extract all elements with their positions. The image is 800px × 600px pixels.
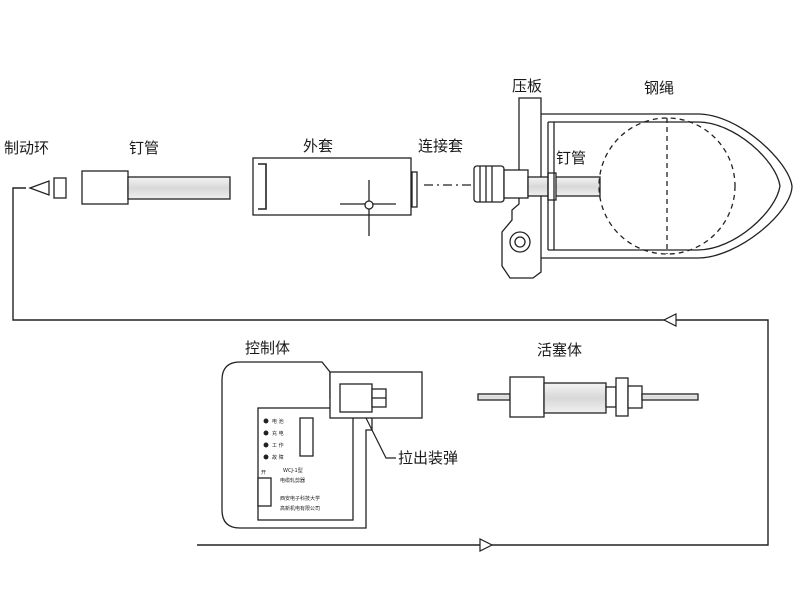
flow-arrow-bottom [479,538,494,552]
label-connector-sleeve: 连接套 [418,137,463,155]
switch-slot [257,477,272,507]
label-control-body: 控制体 [245,339,290,357]
label-brake-ring: 制动环 [4,139,49,157]
flow-loop [12,187,769,546]
label-nail-tube-left: 钉管 [129,139,159,157]
label-outer-sleeve: 外套 [303,137,333,155]
outer-sleeve [252,157,418,236]
panel-text: 电 池 充 电 工 作 故 障 WCJ-1型 电缆轧剪器 西安电子科技大学 高新… [261,418,320,512]
label-pull-out-load: 拉出装弹 [398,449,458,467]
label-piston-body: 活塞体 [537,341,582,359]
pull-out-leader [365,417,396,459]
panel-maker-2: 高新机电有限公司 [280,505,320,512]
label-press-plate: 压板 [512,77,542,95]
flow-arrow-right-upper [662,313,677,327]
steel-rope [541,113,793,259]
flow-line-left [12,187,769,546]
label-steel-rope: 钢绳 [644,79,674,97]
nail-tube-left [81,170,231,205]
panel-led-1: 电 池 [272,418,284,425]
label-nail-tube-right: 钉管 [556,149,586,167]
panel-led-3: 工 作 [272,442,284,449]
brake-ring [28,177,67,199]
indicator-slot [299,417,314,457]
panel-led-4: 故 障 [272,454,284,461]
panel-model: WCJ-1型 [283,467,303,474]
cutter-head [473,97,601,279]
piston-body [477,376,699,418]
panel-device: 电缆轧剪器 [280,477,305,484]
panel-maker-1: 西安电子科技大学 [280,495,320,502]
nail-tube-right [527,176,601,197]
connector-body [473,165,505,203]
panel-led-2: 充 电 [272,430,284,437]
panel-switch: 开 [261,470,266,476]
control-body [221,361,423,529]
